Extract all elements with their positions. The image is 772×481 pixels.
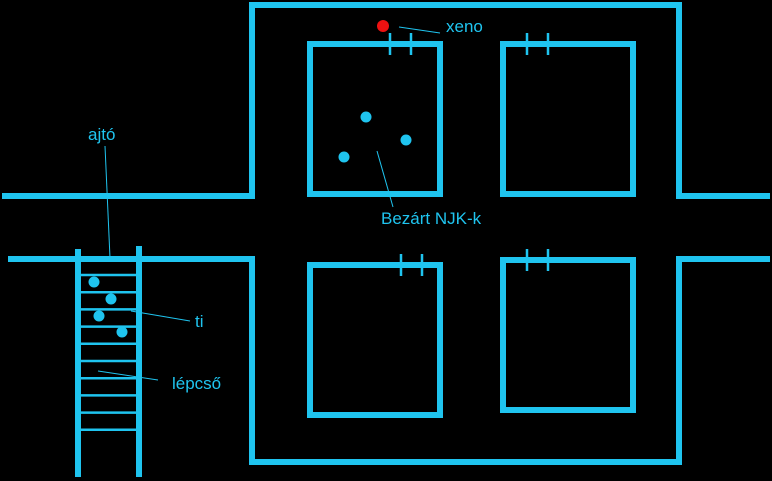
xeno-label: xeno xyxy=(446,17,483,36)
npc-token xyxy=(338,151,350,163)
npcs-label: Bezárt NJK-k xyxy=(381,209,482,228)
you-label: ti xyxy=(195,312,204,331)
party-token xyxy=(105,293,117,305)
you-leader-line xyxy=(130,310,191,322)
party-token xyxy=(88,276,100,288)
party-token xyxy=(93,310,105,322)
npc-token xyxy=(400,134,412,146)
xeno-leader-line xyxy=(398,26,441,34)
room-door-markers xyxy=(388,33,550,276)
stairs-leader-line xyxy=(97,370,159,381)
party-tokens xyxy=(88,276,128,338)
npc-tokens xyxy=(338,111,412,163)
door-label: ajtó xyxy=(88,125,115,144)
stairs-label: lépcső xyxy=(172,374,221,393)
building-wall-lower xyxy=(8,256,770,465)
door-leader-line xyxy=(104,145,111,259)
staircase xyxy=(75,246,142,477)
staircase-steps xyxy=(80,273,137,432)
room-top-left xyxy=(307,41,443,197)
party-token xyxy=(116,326,128,338)
xeno-token xyxy=(377,20,389,32)
room-bottom-right xyxy=(500,257,636,413)
npc-token xyxy=(360,111,372,123)
building-wall-upper xyxy=(2,2,770,199)
room-top-right xyxy=(500,41,636,197)
npcs-leader-line xyxy=(376,150,394,208)
room-bottom-left xyxy=(307,262,443,418)
